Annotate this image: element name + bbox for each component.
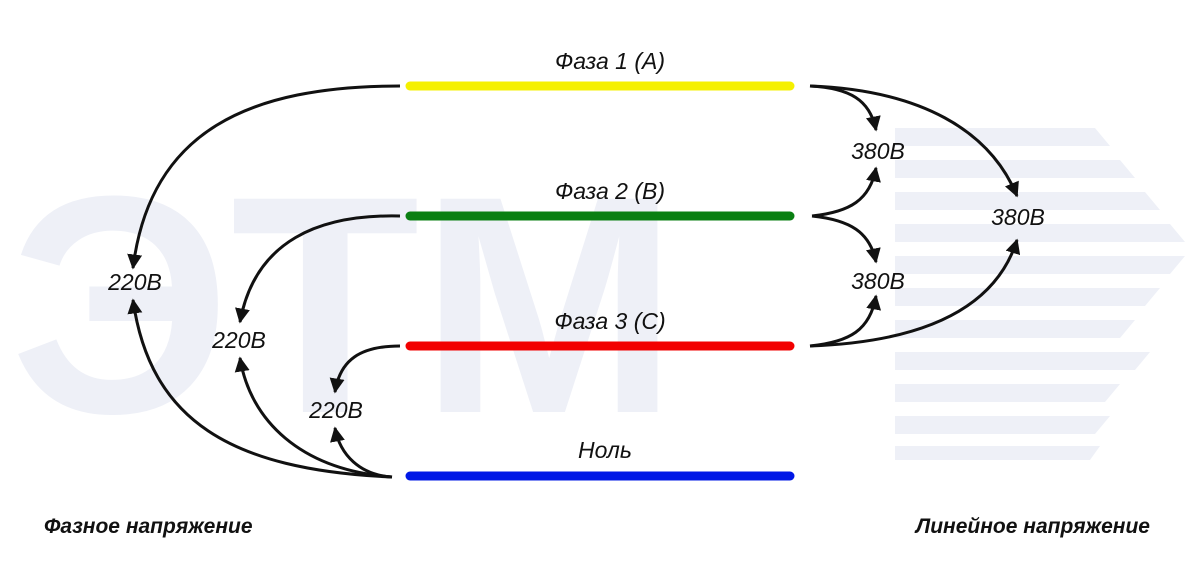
arrow-phase2-to-380-bottom <box>811 214 881 264</box>
phase2-label: Фаза 2 (В) <box>555 178 665 204</box>
arrow-neutral-to-220-middle <box>234 356 393 479</box>
neutral-label: Ноль <box>578 437 632 463</box>
arrow-neutral-to-220-inner <box>330 426 393 479</box>
line-voltage-value-ab: 380В <box>851 138 905 164</box>
etm-watermark: ЭТМ <box>10 128 1185 478</box>
phase-voltage-arrows <box>127 84 401 479</box>
line-voltage-caption: Линейное напряжение <box>914 515 1151 538</box>
arrow-phase2-to-220 <box>235 214 401 324</box>
arrow-phase3-to-380-bottom <box>809 294 882 348</box>
arrow-phase3-to-220 <box>329 344 401 394</box>
arrow-phase2-to-380-top <box>811 166 881 218</box>
phase-voltage-caption: Фазное напряжение <box>44 515 253 538</box>
phase-voltage-value-middle: 220В <box>211 327 266 353</box>
arrow-phase3-to-380-right <box>809 238 1021 348</box>
phase3-label: Фаза 3 (С) <box>554 308 665 334</box>
phase-voltage-value-inner: 220В <box>308 397 363 423</box>
arrow-phase1-to-220 <box>127 84 401 270</box>
line-voltage-value-ac: 380В <box>991 204 1045 230</box>
line-voltage-value-bc: 380В <box>851 268 905 294</box>
phase-voltage-value-outer: 220В <box>107 269 162 295</box>
line-voltage-arrows <box>809 84 1021 348</box>
arrow-phase1-to-380-right <box>809 84 1019 198</box>
watermark-stripes <box>895 128 1185 460</box>
watermark-text: ЭТМ <box>10 131 678 478</box>
arrow-neutral-to-220-outer <box>127 298 393 479</box>
phase1-label: Фаза 1 (А) <box>555 48 665 74</box>
